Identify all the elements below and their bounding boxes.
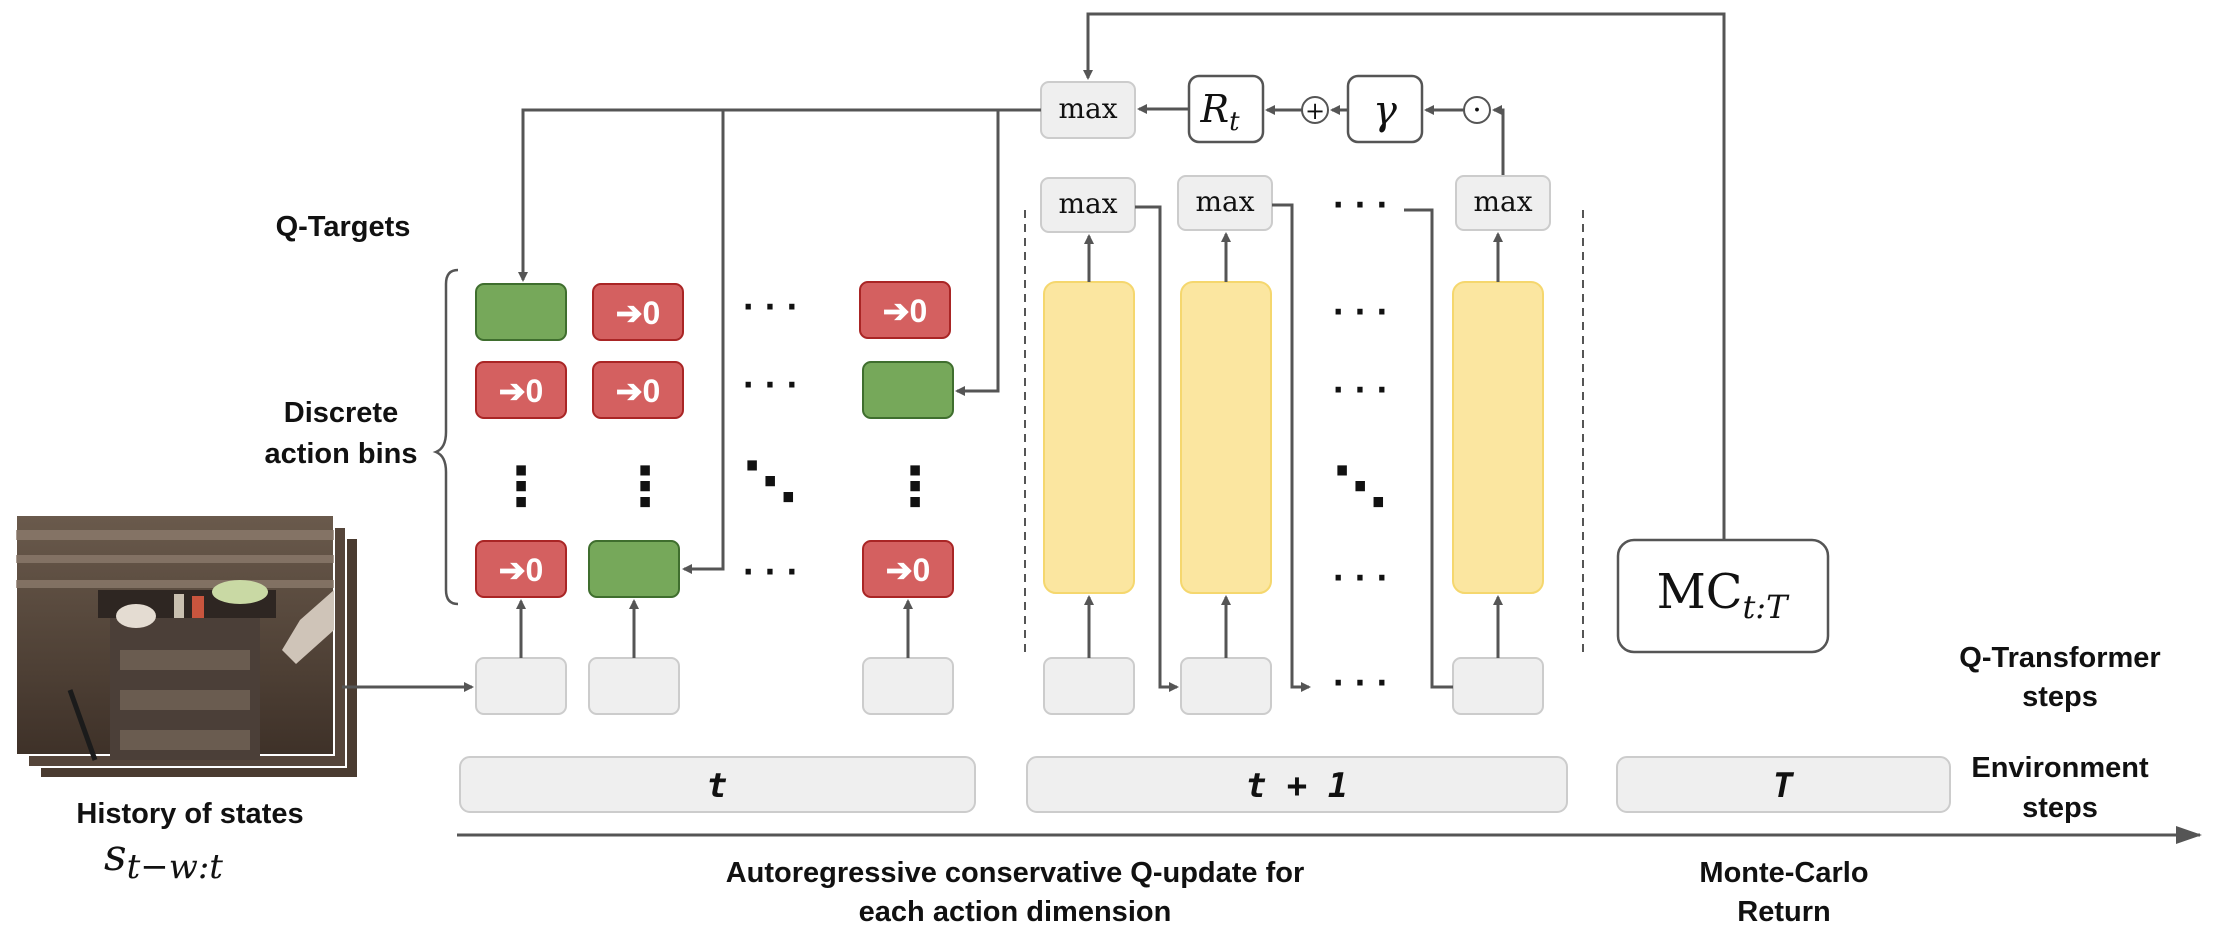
last-max-label: max: [1473, 185, 1532, 218]
mc-symbol: MC: [1657, 564, 1743, 620]
env-step-t1: t + 1: [1026, 756, 1568, 813]
zero-token-label: ➔0: [499, 552, 544, 588]
zero-token-label: ➔0: [616, 373, 661, 409]
transformer-column: [1180, 281, 1272, 594]
autoregressive-label-line1: Autoregressive conservative Q-update for: [726, 857, 1305, 889]
env-step-T: T: [1616, 756, 1951, 813]
target-line-col1: [518, 108, 1041, 282]
gamma-box: γ: [1346, 74, 1424, 144]
action-bins-brace: [432, 268, 459, 606]
bin-green-target: [862, 361, 954, 419]
target-line-coln: [955, 110, 1000, 396]
hdots-input-b: · · ·: [1332, 666, 1387, 701]
step-max-box: max: [1177, 175, 1273, 231]
plus-symbol: +: [1305, 97, 1325, 125]
bin-red-zero: ➔0: [475, 540, 567, 598]
input-token-n: [862, 657, 954, 715]
step-input-token: [1452, 657, 1544, 715]
dots-to-last-input-line: [1427, 208, 1453, 689]
history-math-label: st−w:t: [104, 830, 223, 887]
max-to-next-input-line: [1272, 203, 1311, 692]
input-token-1: [475, 657, 567, 715]
top-max-label: max: [1058, 92, 1117, 125]
reward-subscript: t: [1229, 107, 1240, 137]
zero-token-label: ➔0: [499, 373, 544, 409]
hdots-row1: · · ·: [742, 290, 797, 325]
ddots-middle: ⋱: [743, 450, 797, 513]
bin-green-target: [588, 540, 680, 598]
reward-math-label: Rt: [1199, 87, 1240, 137]
mc-subscript: t:T: [1742, 588, 1790, 626]
zero-token-label: ➔0: [883, 293, 928, 329]
step-input-token: [1180, 657, 1272, 715]
env-step-T-label: T: [1773, 766, 1795, 806]
step-max-label: max: [1195, 185, 1254, 218]
q-targets-label: Q-Targets: [276, 211, 411, 243]
hdots-row4: · · ·: [742, 555, 797, 590]
env-step-t: t: [459, 756, 976, 813]
last-max-to-dot-line: [1492, 105, 1505, 178]
bin-green-target: [475, 283, 567, 341]
qt-steps-label-line2: steps: [2022, 681, 2098, 713]
bin-red-zero: ➔0: [862, 540, 954, 598]
input-token-2: [588, 657, 680, 715]
vdots-coln: ⋮: [888, 455, 942, 518]
top-max-box: max: [1040, 81, 1136, 139]
hdots-row2: · · ·: [742, 368, 797, 403]
bin-red-zero: ➔0: [475, 361, 567, 419]
step-max-label: max: [1058, 187, 1117, 220]
hdots-top: · · ·: [1332, 188, 1387, 223]
dot-symbol: ·: [1472, 93, 1482, 128]
discrete-bins-label-line1: Discrete: [284, 397, 398, 429]
target-line-col2: [682, 110, 725, 574]
monte-carlo-label-line2: Return: [1737, 896, 1830, 928]
qt-steps-label-line1: Q-Transformer: [1959, 642, 2160, 674]
step-input-token: [1043, 657, 1135, 715]
bin-red-zero: ➔0: [592, 361, 684, 419]
env-steps-label-line2: steps: [2022, 792, 2098, 824]
env-step-t-label: t: [707, 766, 727, 806]
mc-math-label: MCt:T: [1657, 564, 1791, 626]
vdots-col2: ⋮: [618, 455, 672, 518]
last-max-box: max: [1455, 175, 1551, 231]
multiply-operator: ·: [1463, 93, 1491, 128]
reward-box: Rt: [1187, 74, 1265, 144]
env-steps-label-line1: Environment: [1971, 752, 2149, 784]
history-math-sub: t−w:t: [127, 847, 224, 887]
hdots-row1-b: · · ·: [1332, 295, 1387, 330]
autoregressive-label-line2: each action dimension: [859, 896, 1172, 928]
hdots-row2-b: · · ·: [1332, 373, 1387, 408]
ddots-b: ⋱: [1333, 455, 1387, 518]
gamma-symbol: γ: [1373, 88, 1397, 134]
transformer-column: [1452, 281, 1544, 594]
bin-red-zero: ➔0: [592, 283, 684, 341]
reward-symbol: R: [1199, 87, 1229, 131]
monte-carlo-label-line1: Monte-Carlo: [1699, 857, 1868, 889]
bin-red-zero: ➔0: [859, 281, 951, 339]
transformer-column: [1043, 281, 1135, 594]
zero-token-label: ➔0: [886, 552, 931, 588]
vdots-col1: ⋮: [494, 455, 548, 518]
env-step-t1-label: t + 1: [1246, 766, 1348, 806]
mc-feedback-line: [1083, 12, 1726, 540]
history-state-images: [15, 514, 359, 779]
history-math-s: s: [104, 830, 127, 881]
zero-token-label: ➔0: [616, 295, 661, 331]
max-to-next-input-line: [1135, 205, 1179, 692]
mc-return-box: MCt:T: [1616, 538, 1830, 654]
plus-operator: +: [1301, 96, 1329, 125]
step-max-box: max: [1040, 177, 1136, 233]
discrete-bins-label-line2: action bins: [264, 438, 417, 470]
history-of-states-label: History of states: [76, 798, 303, 830]
hdots-row4-b: · · ·: [1332, 561, 1387, 596]
